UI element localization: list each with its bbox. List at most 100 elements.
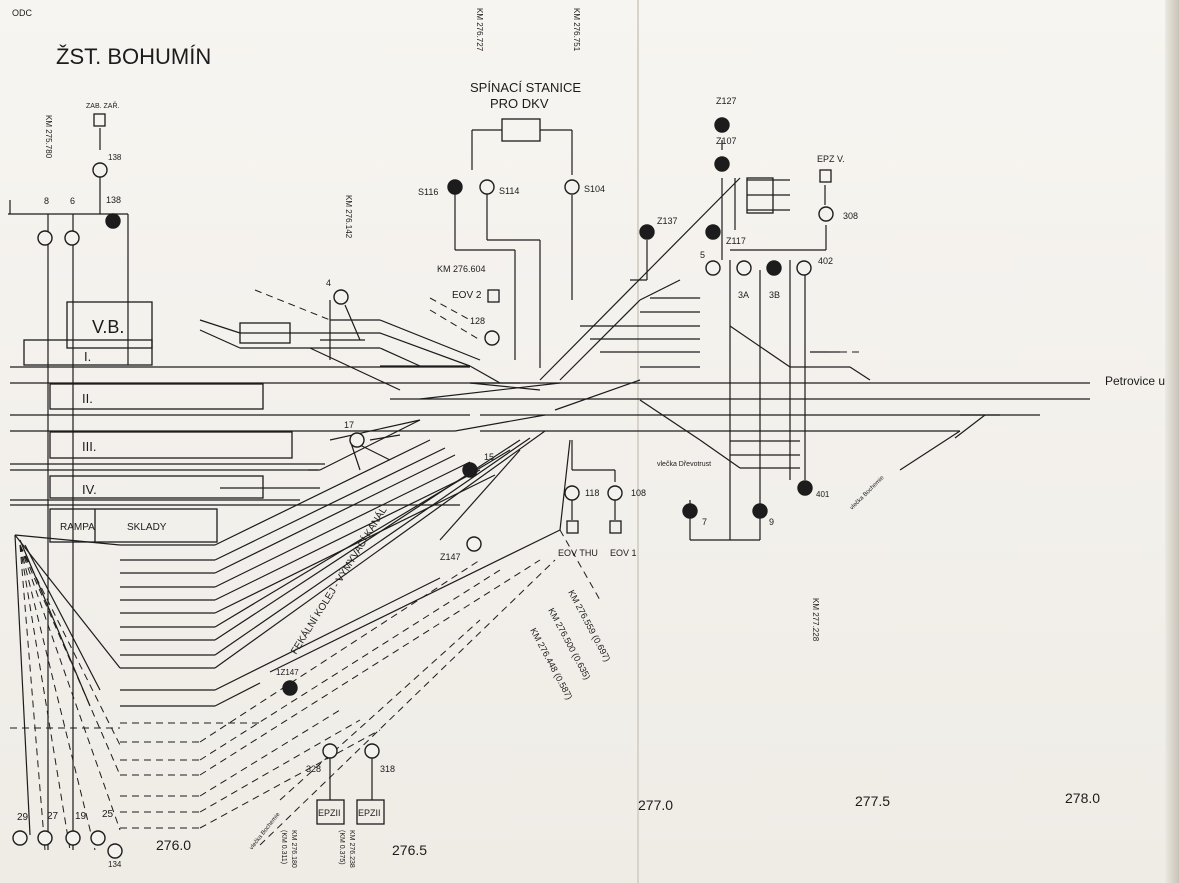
- epz-box-2: [356, 799, 385, 825]
- signal-icon: [797, 480, 813, 496]
- signal-icon: [37, 830, 53, 846]
- vb-annex: [23, 339, 153, 366]
- signal-label: 29: [17, 812, 29, 823]
- platform-label: II.: [82, 391, 93, 406]
- platform-ii: [49, 383, 264, 410]
- vb-label: V.B.: [92, 317, 124, 337]
- signal-label: 6: [70, 196, 75, 206]
- dashed-tracks: [10, 289, 860, 851]
- km-mark: (KM 0.311): [280, 830, 287, 864]
- signal-label: 25: [102, 809, 114, 820]
- signal-label: 308: [843, 211, 858, 221]
- signal-label: 128: [470, 316, 485, 326]
- signal-label: 108: [631, 488, 646, 498]
- signal-label: 3B: [769, 290, 780, 300]
- signal-icon: [484, 330, 500, 346]
- signal-label: 7: [702, 517, 707, 527]
- signal-label: 138: [106, 195, 121, 205]
- signal-label: Z147: [440, 552, 461, 562]
- signal-icon: [818, 206, 834, 222]
- zab-zar-box: [93, 113, 106, 127]
- km-mark: KM 276.604: [437, 264, 486, 274]
- signal-label: EOV 1: [610, 548, 637, 558]
- signal-label: 328: [306, 764, 321, 774]
- signal-icon: [564, 179, 580, 195]
- signal-label: Z117: [726, 236, 746, 246]
- signal-icon: [90, 830, 106, 846]
- signal-icon: [705, 260, 721, 276]
- signal-icon: [479, 179, 495, 195]
- signal-icon: [322, 743, 338, 759]
- signal-label: 318: [380, 764, 395, 774]
- km-mark: KM 276.751: [572, 8, 581, 52]
- signal-label: S104: [584, 184, 605, 194]
- km-mark: KM 276.142: [344, 195, 353, 239]
- buildings: [23, 113, 832, 825]
- scale-mark: 277.0: [638, 797, 673, 813]
- platform-iii: [49, 431, 293, 459]
- epz-v-box: [819, 169, 832, 183]
- signal-icon: [12, 830, 28, 846]
- signal-label: 17: [344, 420, 354, 430]
- sklady-label: SKLADY: [127, 522, 167, 533]
- signal-label: 118: [585, 488, 599, 498]
- signal-label: EOV 2: [452, 290, 482, 301]
- signal-icon: [639, 224, 655, 240]
- rampa-label: RAMPA: [60, 522, 95, 533]
- signal-icon: [705, 224, 721, 240]
- signal-icon: [714, 117, 730, 133]
- signal-icon: [682, 503, 698, 519]
- scale-mark: 276.5: [392, 842, 427, 858]
- scale-mark: 276.0: [156, 837, 191, 853]
- signal-icon: [447, 179, 463, 195]
- signal-icon: [282, 680, 298, 696]
- eov-thu-box: [566, 520, 579, 534]
- signal-label: Z137: [657, 216, 678, 226]
- platform-label: III.: [82, 439, 96, 454]
- km-mark: KM 276.727: [475, 8, 484, 52]
- signal-label: ZAB. ZAŘ.: [86, 101, 120, 110]
- signal-icon: [349, 432, 365, 448]
- signal-icon: [766, 260, 782, 276]
- scale-mark: 278.0: [1065, 790, 1100, 806]
- signal-icon: [796, 260, 812, 276]
- signal-label: Z107: [716, 136, 737, 146]
- dkv-switch-box: [501, 118, 541, 142]
- vb-building: [66, 301, 153, 349]
- signal-icon: [105, 213, 121, 229]
- signal-label: 9: [769, 517, 774, 527]
- signal-icon: [37, 230, 53, 246]
- signal-icon: [462, 462, 478, 478]
- km-mark: KM 276.238: [348, 830, 355, 868]
- signal-icon: [607, 485, 623, 501]
- signal-icon: [364, 743, 380, 759]
- signal-icon: [65, 830, 81, 846]
- signal-icon: [92, 162, 108, 178]
- signal-label: S114: [499, 186, 519, 196]
- signal-icon: [107, 843, 123, 859]
- signal-label: 27: [47, 811, 59, 822]
- signal-icon: [333, 289, 349, 305]
- page-title: ŽST. BOHUMÍN: [56, 44, 211, 69]
- signal-icon: [64, 230, 80, 246]
- signal-label: EPZ V.: [817, 154, 845, 164]
- platform-iv: [49, 475, 264, 499]
- signal-label: 15: [484, 452, 494, 462]
- platform-label: I.: [84, 349, 91, 364]
- signal-label: 134: [108, 860, 122, 869]
- signal-icon: [564, 485, 580, 501]
- paper-edge-shadow: [1165, 0, 1179, 883]
- signal-label: 4: [326, 278, 331, 288]
- signal-label: 138: [108, 153, 122, 162]
- scale-mark: 277.5: [855, 793, 890, 809]
- siding-label: vlečka Bochemie: [249, 811, 282, 851]
- signal-icon: [736, 260, 752, 276]
- junction-box: [746, 177, 774, 214]
- rampa-sklady: [49, 508, 218, 543]
- signal-label: 401: [816, 490, 830, 499]
- direction-label: Petrovice u: [1105, 374, 1165, 388]
- signal-label: S116: [418, 187, 438, 197]
- signal-label: EOV THU: [558, 548, 598, 558]
